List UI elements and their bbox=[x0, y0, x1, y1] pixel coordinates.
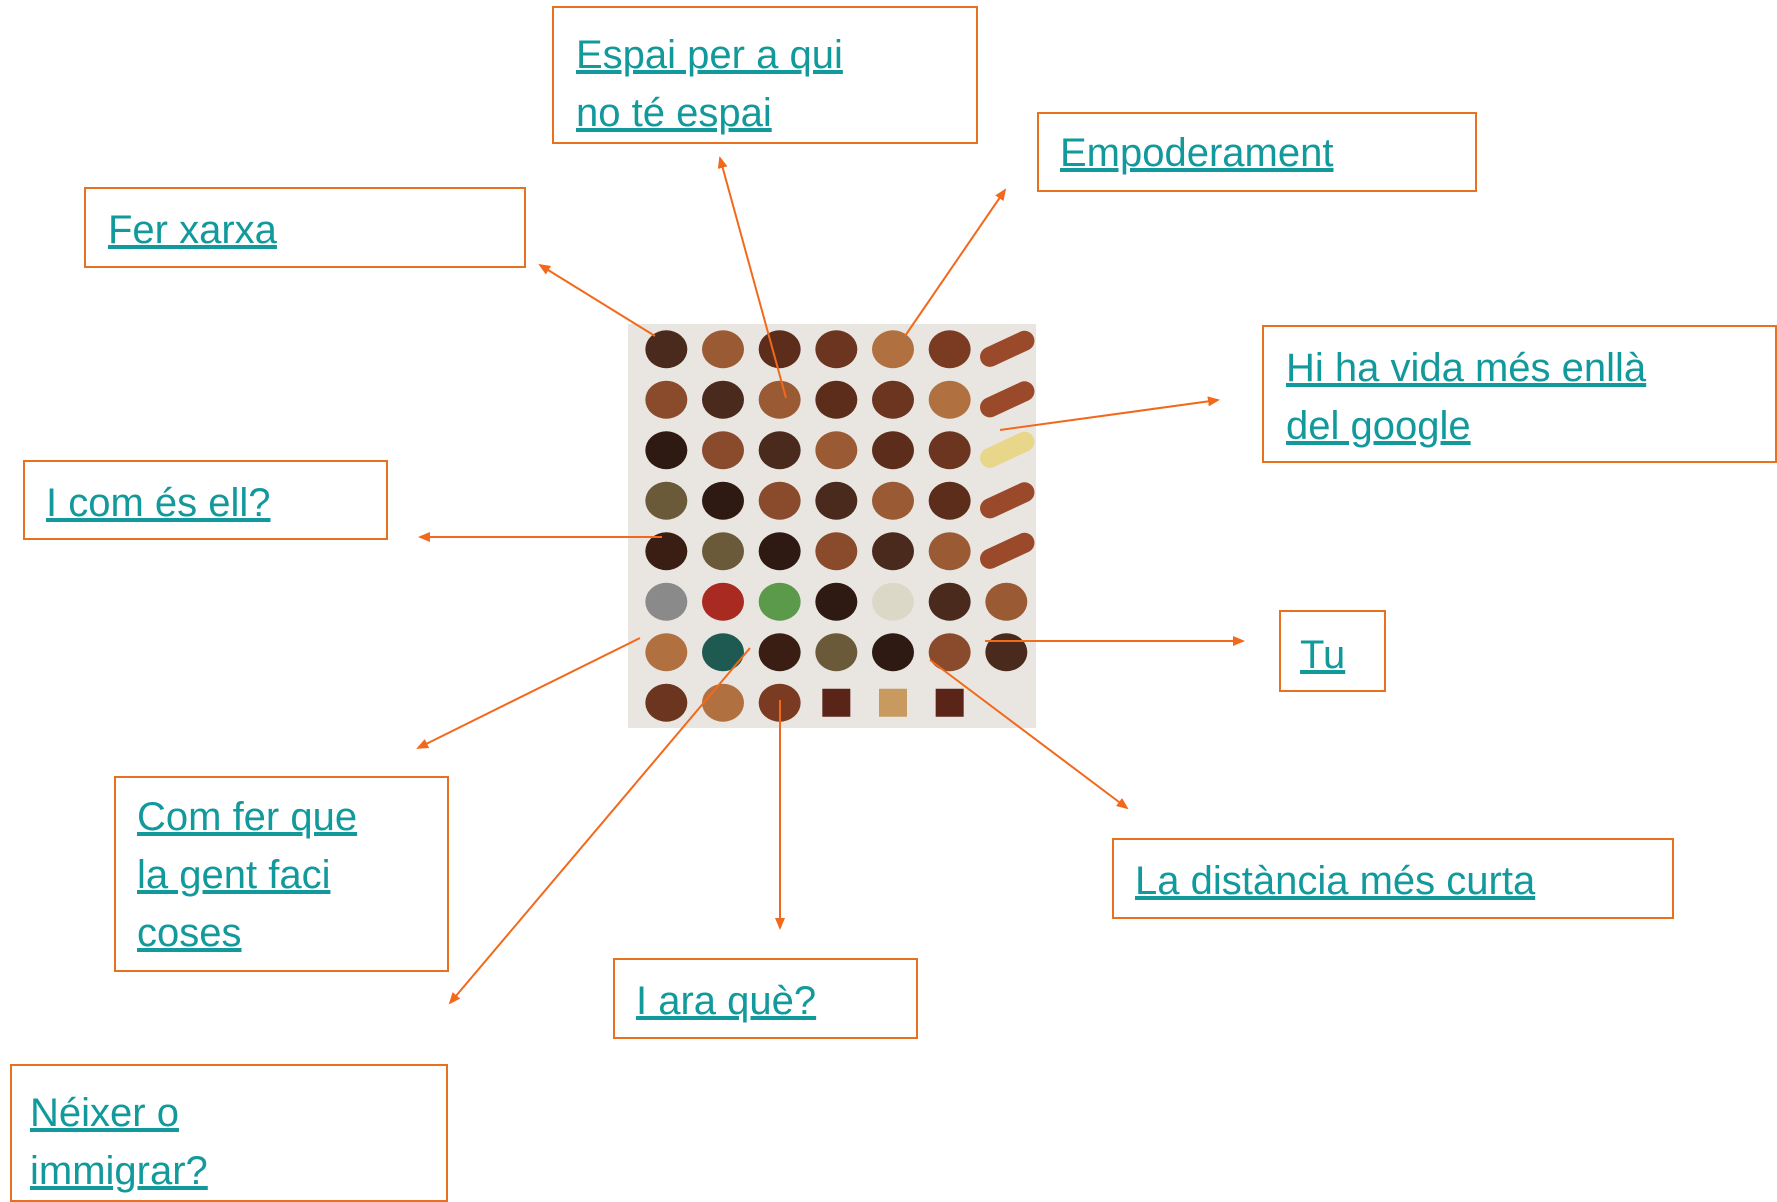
chocolate-piece bbox=[980, 381, 1035, 418]
chocolate-piece bbox=[815, 582, 858, 621]
chocolate-piece bbox=[879, 688, 907, 717]
arrow-distancia bbox=[929, 659, 1129, 810]
chocolate-piece bbox=[872, 330, 914, 369]
chocolate-piece bbox=[980, 532, 1035, 569]
chocolate-piece bbox=[928, 633, 971, 672]
chocolate-piece bbox=[928, 532, 971, 571]
chocolate-piece bbox=[822, 688, 851, 717]
chocolate-piece bbox=[645, 633, 688, 672]
chocolate-piece bbox=[980, 482, 1035, 519]
box-fer-xarxa: Fer xarxa bbox=[84, 187, 526, 268]
chocolate-piece bbox=[758, 582, 801, 621]
chocolate-piece bbox=[985, 582, 1028, 621]
link-neixer-line1[interactable]: Néixer o bbox=[30, 1091, 179, 1135]
link-espai-line2[interactable]: no té espai bbox=[576, 91, 772, 135]
chocolate-piece bbox=[702, 582, 744, 621]
chocolate-piece bbox=[815, 633, 858, 672]
chocolate-piece bbox=[702, 380, 744, 419]
chocolate-piece bbox=[645, 380, 688, 419]
arrow-espai bbox=[717, 156, 787, 399]
chocolate-piece bbox=[645, 431, 688, 470]
chocolate-piece bbox=[645, 582, 688, 621]
link-empoderament[interactable]: Empoderament bbox=[1060, 131, 1334, 175]
box-distancia: La distància més curta bbox=[1112, 838, 1674, 919]
chocolate-piece bbox=[645, 532, 688, 571]
link-com-fer-line3[interactable]: coses bbox=[137, 911, 242, 955]
chocolate-piece bbox=[928, 481, 971, 520]
link-com-fer-line2[interactable]: la gent faci bbox=[137, 853, 331, 897]
chocolate-piece bbox=[702, 532, 744, 571]
chocolate-piece bbox=[815, 431, 858, 470]
link-i-ara-que[interactable]: I ara què? bbox=[636, 979, 817, 1023]
arrow-fer-xarxa bbox=[538, 263, 656, 337]
chocolate-piece bbox=[872, 481, 914, 520]
chocolate-piece bbox=[935, 688, 964, 717]
box-hi-ha-vida: Hi ha vida més enllà del google bbox=[1262, 325, 1777, 463]
link-distancia[interactable]: La distància més curta bbox=[1135, 859, 1536, 903]
chocolate-piece bbox=[815, 380, 858, 419]
chocolate-piece bbox=[928, 582, 971, 621]
chocolate-piece bbox=[872, 582, 914, 621]
chocolate-piece bbox=[758, 481, 801, 520]
chocolate-piece bbox=[985, 633, 1028, 672]
chocolate-piece bbox=[702, 431, 744, 470]
chocolate-piece bbox=[815, 330, 858, 369]
chocolate-piece bbox=[928, 380, 971, 419]
arrow-empoderament bbox=[904, 188, 1007, 337]
chocolate-piece bbox=[758, 633, 801, 672]
chocolate-piece bbox=[980, 431, 1035, 468]
chocolate-piece bbox=[928, 431, 971, 470]
chocolate-piece bbox=[872, 532, 914, 571]
chocolate-piece bbox=[872, 380, 914, 419]
chocolate-piece bbox=[645, 330, 688, 369]
box-espai: Espai per a qui no té espai bbox=[552, 6, 978, 144]
chocolate-piece bbox=[702, 330, 744, 369]
chocolate-piece bbox=[872, 431, 914, 470]
box-i-ara-que: I ara què? bbox=[613, 958, 918, 1039]
chocolate-piece bbox=[758, 380, 801, 419]
chocolate-piece bbox=[702, 481, 744, 520]
chocolate-piece bbox=[815, 481, 858, 520]
arrow-neixer bbox=[448, 647, 751, 1005]
chocolate-piece bbox=[980, 330, 1035, 367]
box-i-com-es-ell: I com és ell? bbox=[23, 460, 388, 540]
link-com-fer-line1[interactable]: Com fer que bbox=[137, 795, 358, 839]
chocolate-piece bbox=[758, 431, 801, 470]
box-tu: Tu bbox=[1279, 610, 1386, 692]
box-com-fer: Com fer que la gent faci coses bbox=[114, 776, 449, 972]
chocolate-piece bbox=[815, 532, 858, 571]
link-i-com-es-ell[interactable]: I com és ell? bbox=[46, 481, 271, 525]
link-tu[interactable]: Tu bbox=[1300, 633, 1346, 677]
chocolate-piece bbox=[645, 683, 688, 722]
box-empoderament: Empoderament bbox=[1037, 112, 1477, 192]
chocolate-piece bbox=[872, 633, 914, 672]
arrow-com-fer bbox=[416, 637, 641, 749]
link-hi-ha-vida-line1[interactable]: Hi ha vida més enllà bbox=[1286, 346, 1647, 390]
box-neixer: Néixer o immigrar? bbox=[10, 1064, 448, 1202]
arrow-hi-ha-vida bbox=[999, 396, 1220, 431]
chocolates-image bbox=[628, 324, 1036, 728]
chocolate-piece bbox=[758, 532, 801, 571]
link-hi-ha-vida-line2[interactable]: del google bbox=[1286, 404, 1471, 448]
link-fer-xarxa[interactable]: Fer xarxa bbox=[108, 208, 277, 252]
chocolate-piece bbox=[928, 330, 971, 369]
chocolate-piece bbox=[702, 633, 744, 672]
chocolate-piece bbox=[645, 481, 688, 520]
link-espai-line1[interactable]: Espai per a qui bbox=[576, 33, 843, 77]
link-neixer-line2[interactable]: immigrar? bbox=[30, 1149, 208, 1193]
